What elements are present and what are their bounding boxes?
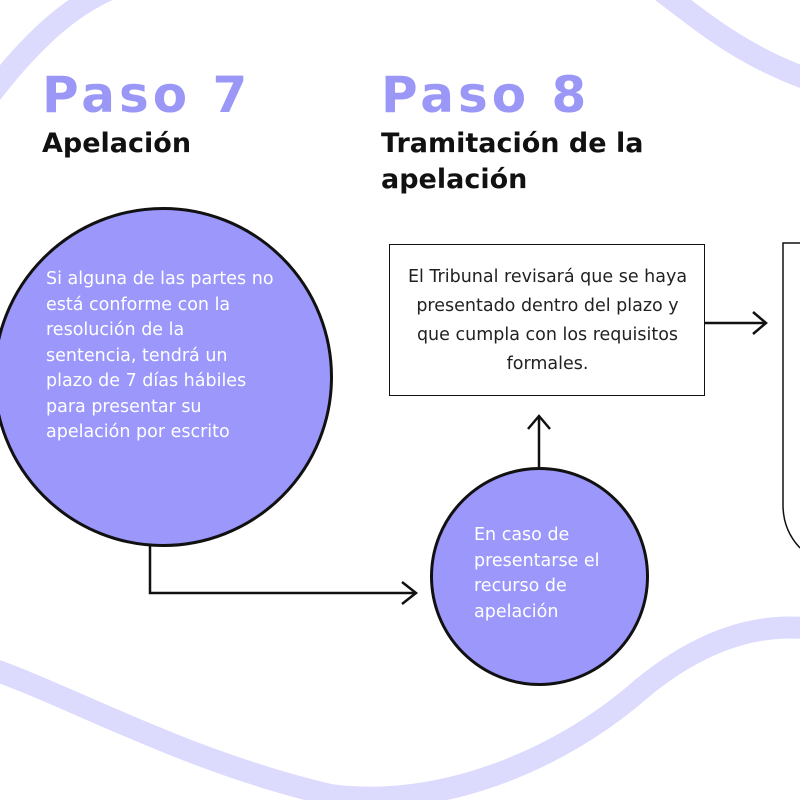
step-7-circle (0, 207, 333, 547)
step-8-description: El Tribunal revisará que se haya present… (407, 267, 688, 374)
arrowhead-up-icon (527, 414, 551, 430)
step-8-description-box (389, 244, 705, 396)
step-7-number: Paso 7 (42, 66, 252, 124)
next-step-shape-partial (782, 242, 800, 549)
decorative-wave-top-right (654, 0, 800, 88)
step-7-description: Si alguna de las partes no está conforme… (46, 269, 274, 442)
step-8-title: Tramitación de la apelación (381, 128, 644, 195)
decorative-wave-top-left (0, 0, 113, 101)
decorative-wave-bottom (0, 616, 800, 800)
arrowhead-right-icon (752, 311, 768, 335)
arrowhead-right-icon (401, 581, 419, 605)
step-8-condition-circle (430, 467, 649, 686)
connector-line-step7-to-step8 (148, 540, 414, 595)
step-8-number: Paso 8 (381, 66, 591, 124)
step-7-title: Apelación (42, 128, 192, 159)
step-8-condition-text: En caso de presentarse el recurso de ape… (474, 525, 600, 622)
